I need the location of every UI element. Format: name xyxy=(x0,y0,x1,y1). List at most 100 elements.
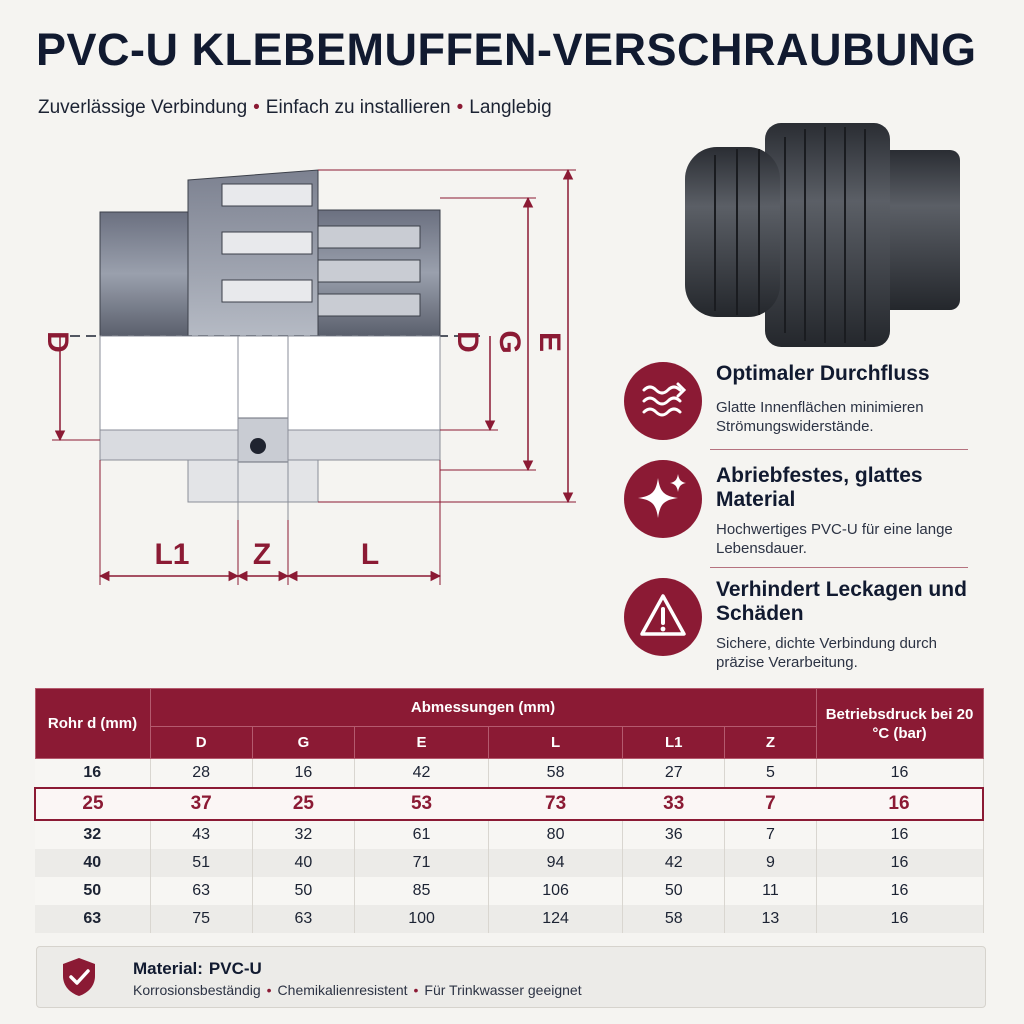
table-cell: 32 xyxy=(35,820,151,849)
table-cell: 40 xyxy=(35,849,151,877)
feature-title: Verhindert Leckagen und Schäden xyxy=(716,578,967,625)
subtitle-item-durable: Langlebig xyxy=(469,97,552,118)
flow-icon xyxy=(624,362,702,440)
material-label: Material: xyxy=(133,959,203,978)
table-cell: 25 xyxy=(34,787,150,821)
photo-socket xyxy=(685,147,780,317)
divider xyxy=(710,567,968,568)
table-cell: 7 xyxy=(724,787,816,821)
material-box: Material: PVC-U Korrosionsbeständig • Chemi… xyxy=(36,946,986,1008)
table-cell: 50 xyxy=(252,877,356,905)
material-value: PVC-U xyxy=(208,959,262,978)
label-e: E xyxy=(533,332,566,352)
table-cell: 32 xyxy=(252,820,356,849)
photo-pipe-end xyxy=(875,150,960,310)
table-cell: 61 xyxy=(354,820,490,849)
table-cell: 106 xyxy=(488,877,624,905)
material-title: Material: PVC-U xyxy=(133,959,262,979)
feature-title: Optimaler Durchfluss xyxy=(716,362,930,385)
table-cell: 63 xyxy=(35,905,151,933)
warning-icon xyxy=(624,578,702,656)
col-header-z: Z xyxy=(724,726,817,759)
table-cell: 58 xyxy=(488,758,624,788)
table-cell: 100 xyxy=(354,905,490,933)
col-header-abmessungen: Abmessungen (mm) xyxy=(149,688,817,727)
label-d-left: D xyxy=(41,331,74,353)
sparkle-icon xyxy=(624,460,702,538)
divider xyxy=(710,449,968,450)
col-header-g: G xyxy=(251,726,356,759)
table-cell: 80 xyxy=(488,820,624,849)
table-cell: 42 xyxy=(622,849,726,877)
table-cell: 16 xyxy=(816,877,984,905)
table-cell: 16 xyxy=(816,758,984,788)
page-title: PVC-U KLEBEMUFFEN-VERSCHRAUBUNG xyxy=(36,24,977,75)
material-prop: Für Trinkwasser geeignet xyxy=(424,982,582,998)
photo-union-nut xyxy=(765,123,890,347)
table-cell: 11 xyxy=(724,877,817,905)
label-g: G xyxy=(493,330,526,353)
technical-drawing: D D G E L1 Z L xyxy=(41,168,576,585)
feature-desc: Hochwertiges PVC-U für eine lange Lebens… xyxy=(716,521,953,557)
table-cell: 13 xyxy=(724,905,817,933)
table-cell: 16 xyxy=(816,787,984,821)
col-header-rohr: Rohr d (mm) xyxy=(34,688,151,759)
table-cell: 33 xyxy=(622,787,725,821)
subtitle: Zuverlässige Verbindung•Einfach zu insta… xyxy=(38,97,552,119)
table-cell: 16 xyxy=(35,758,151,788)
col-header-druck: Betriebsdruck bei 20 °C (bar) xyxy=(815,688,984,759)
nut-thread-1 xyxy=(221,183,313,207)
table-cell: 63 xyxy=(252,905,356,933)
table-cell: 75 xyxy=(150,905,253,933)
dimension-table: Rohr d (mm) Abmessungen (mm) Betriebsdru… xyxy=(34,688,984,933)
label-d-right: D xyxy=(451,331,484,353)
bullet-dot: • xyxy=(413,982,419,998)
table-cell: 50 xyxy=(35,877,151,905)
table-cell: 51 xyxy=(150,849,253,877)
table-cell: 16 xyxy=(816,905,984,933)
material-prop: Chemikalienresistent xyxy=(277,982,408,998)
table-cell: 16 xyxy=(816,820,984,849)
col-header-l: L xyxy=(488,726,624,759)
col-header-e: E xyxy=(354,726,490,759)
bore-wall-right xyxy=(287,429,441,461)
table-cell: 58 xyxy=(622,905,726,933)
label-z: Z xyxy=(253,538,271,571)
shield-check-icon xyxy=(63,958,95,996)
table-cell: 63 xyxy=(150,877,253,905)
table-cell: 36 xyxy=(622,820,726,849)
subtitle-item-install: Einfach zu installieren xyxy=(265,97,451,118)
feature-desc: Sichere, dichte Verbindung durch präzise… xyxy=(716,635,937,671)
feature-flow: Optimaler Durchfluss Glatte Innenflächen… xyxy=(624,362,970,442)
bullet-dot: • xyxy=(456,97,464,118)
o-ring xyxy=(250,438,266,454)
socket-rib-1 xyxy=(317,225,421,249)
material-prop: Korrosionsbeständig xyxy=(133,982,261,998)
label-l: L xyxy=(361,538,379,571)
bullet-dot: • xyxy=(253,97,260,118)
material-props: Korrosionsbeständig • Chemikalienresistent… xyxy=(133,982,582,998)
table-cell: 124 xyxy=(488,905,624,933)
subtitle-item-reliable: Zuverlässige Verbindung xyxy=(38,97,248,118)
table-cell: 7 xyxy=(724,820,817,849)
table-cell: 43 xyxy=(150,820,253,849)
table-cell: 27 xyxy=(622,758,726,788)
table-cell: 40 xyxy=(252,849,356,877)
label-l1: L1 xyxy=(154,538,189,571)
sleeve-body-top xyxy=(99,211,199,337)
col-header-d: D xyxy=(149,726,253,759)
table-cell: 53 xyxy=(354,787,489,821)
table-cell: 71 xyxy=(354,849,490,877)
nut-bottom xyxy=(187,459,319,503)
table-cell: 28 xyxy=(150,758,253,788)
feature-title: Abriebfestes, glattes Material xyxy=(716,464,923,511)
table-cell: 25 xyxy=(252,787,355,821)
table-cell: 73 xyxy=(488,787,623,821)
table-cell: 42 xyxy=(354,758,490,788)
